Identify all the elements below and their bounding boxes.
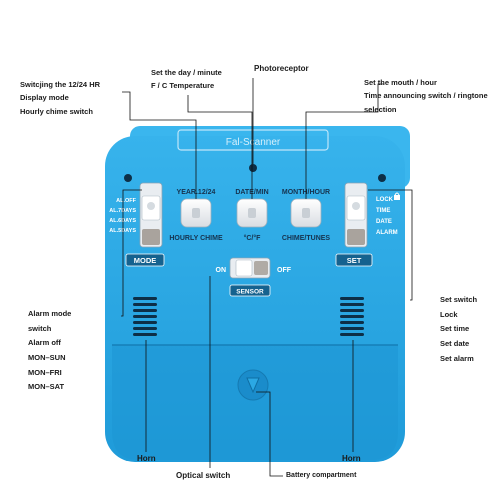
callout-line: Time announcing switch / ringtone [364, 91, 488, 101]
callout-line: Battery compartment [286, 472, 357, 479]
callout-line: Horn [342, 454, 361, 463]
callout-line: Set the mouth / hour [364, 78, 437, 87]
callout-line: Set the day / minute [151, 68, 222, 77]
callout-hour-mode: Switcjing the 12/24 HR Display mode Hour… [20, 80, 100, 116]
callout-line: MON–SAT [28, 382, 65, 392]
mount-hole-right [378, 174, 386, 182]
set-option-label: ALARM [376, 230, 398, 236]
callout-line: switch [28, 323, 52, 333]
set-option-label: DATE [376, 219, 392, 225]
sensor-switch[interactable] [229, 257, 271, 279]
month-hour-chime-tunes-button[interactable] [290, 198, 322, 228]
callout-battery: Battery compartment [286, 472, 356, 481]
sensor-on-label: ON [216, 267, 227, 274]
callout-horn-right: Horn [342, 454, 361, 464]
callout-line: MON–SUN [28, 352, 66, 362]
callout-set-switch: Set switch Lock Set time Set date Set al… [440, 294, 477, 364]
set-label: SET [347, 256, 362, 265]
battery-compartment-latch[interactable] [237, 369, 269, 401]
set-option-label: TIME [376, 208, 390, 214]
callout-alarm-mode: Alarm mode switch Alarm off MON–SUN MON–… [28, 308, 71, 393]
set-label-box: SET [335, 253, 373, 267]
date-min-temperature-button[interactable] [236, 198, 268, 228]
callout-line: Photoreceptor [254, 64, 309, 73]
year-hourly-chime-button[interactable] [180, 198, 212, 228]
callout-line: Switcjing the 12/24 HR [20, 80, 101, 89]
callout-line: Lock [440, 309, 458, 319]
clock-body [105, 126, 410, 462]
callout-line: Set date [440, 338, 470, 348]
leader-lines [121, 78, 413, 477]
sensor-label-box: SENSOR [229, 284, 271, 297]
alarm-option-label: AL.OFF [116, 198, 136, 204]
mode-label: MODE [134, 256, 157, 265]
callout-line: Alarm mode [28, 309, 72, 318]
alarm-mode-slider[interactable] [139, 182, 163, 248]
button-bottom-label: °C/°F [244, 234, 262, 242]
set-switch-slider[interactable] [344, 182, 368, 248]
callout-line: Alarm off [28, 338, 61, 348]
callout-photoreceptor: Photoreceptor [254, 64, 309, 74]
callout-line: F / C Temperature [151, 81, 215, 91]
callout-line: Optical switch [176, 471, 231, 480]
horn-grille-left [133, 297, 157, 336]
sensor-label: SENSOR [236, 289, 264, 296]
callout-month-hour: Set the mouth / hour Time announcing swi… [364, 78, 488, 114]
photoreceptor-sensor [249, 164, 257, 172]
callout-line: Display mode [20, 93, 69, 103]
callout-line: Set time [440, 324, 470, 334]
button-bottom-label: HOURLY CHIME [169, 235, 223, 242]
callout-line: Set switch [440, 295, 478, 304]
set-option-label: LOCK [376, 197, 394, 203]
callout-day-minute: Set the day / minute F / C Temperature [151, 68, 222, 91]
button-bottom-label: CHIME/TUNES [282, 235, 331, 242]
callout-line: selection [364, 104, 397, 114]
callout-horn-left: Horn [137, 454, 156, 464]
lock-icon [394, 192, 400, 200]
horn-grille-right [340, 297, 364, 336]
mode-label-box: MODE [125, 253, 165, 267]
mount-hole-left [124, 174, 132, 182]
callout-line: Horn [137, 454, 156, 463]
callout-line: MON–FRI [28, 367, 62, 377]
callout-optical-switch: Optical switch [176, 471, 230, 481]
callout-line: Hourly chime switch [20, 106, 93, 116]
sensor-off-label: OFF [277, 267, 292, 274]
callout-line: Set alarm [440, 353, 474, 363]
